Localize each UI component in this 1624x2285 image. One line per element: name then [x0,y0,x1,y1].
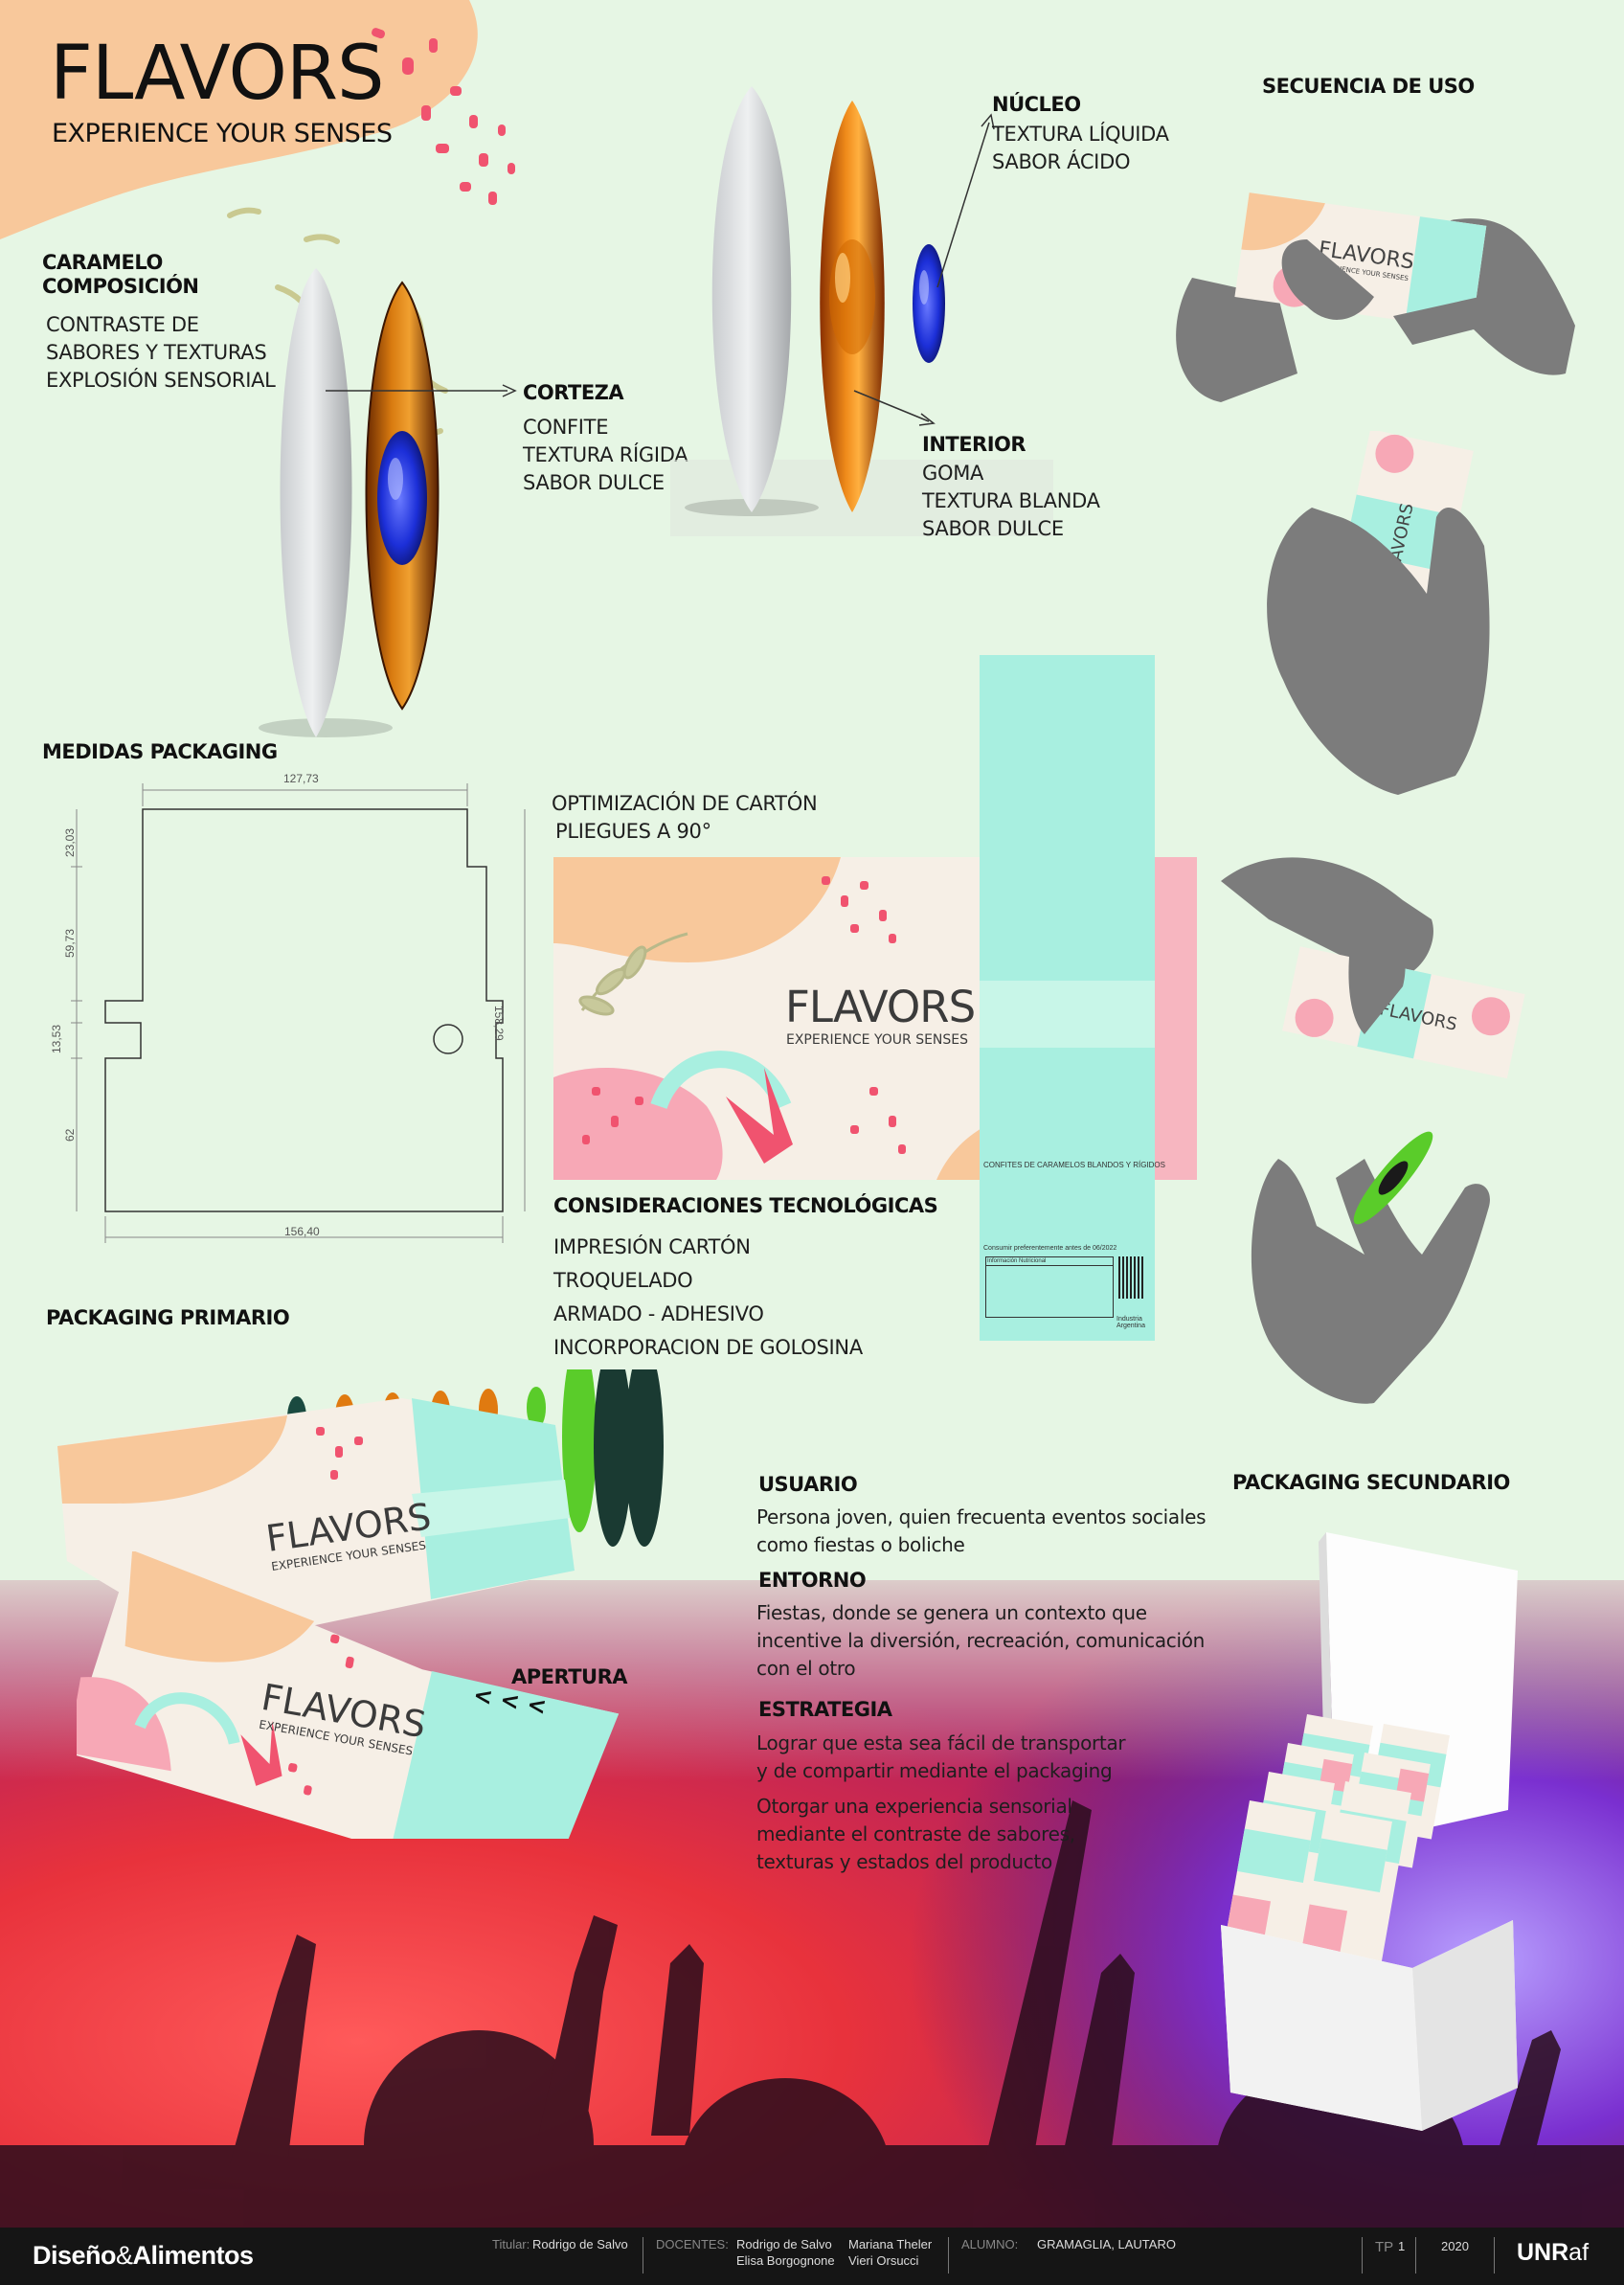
corteza-lines: CONFITE TEXTURA RÍGIDA SABOR DULCE [523,416,688,494]
brand-title: FLAVORS [50,31,385,117]
footer-unraf-logo: UNRaf [1517,2239,1590,2266]
dim-left-4: 62 [63,1128,77,1142]
footer-alumno-label: ALUMNO: [961,2237,1019,2251]
dim-top: 127,73 [283,772,319,785]
primary-pack-front-render: FLAVORS EXPERIENCE YOUR SENSES [77,1551,620,1839]
usuario-heading: USUARIO [758,1473,858,1496]
dieline-consumir: Consumir preferentemente antes de 06/202… [983,1245,1117,1252]
dieline-brand: FLAVORS [785,982,976,1032]
footer-logo: Diseño&Alimentos [33,2241,254,2270]
footer-doc4: Vieri Orsucci [848,2253,919,2268]
dieline-mint-flap: CONFITES DE CARAMELOS BLANDOS Y RÍGIDOS … [980,655,1165,1341]
optimizacion-lines: OPTIMIZACIÓN DE CARTÓN PLIEGUES A 90° [552,792,818,843]
candy-composition-render [259,268,440,737]
footer-docentes-label: DOCENTES: [656,2237,729,2251]
footer-tp: 1 [1398,2239,1406,2253]
dim-left-2: 59,73 [63,928,77,958]
dieline-technical-drawing [71,783,526,1243]
consideraciones-heading: CONSIDERACIONES TECNOLÓGICAS [553,1194,938,1217]
caramelo-lines: CONTRASTE DE SABORES Y TEXTURAS EXPLOSIÓ… [46,313,276,392]
interior-heading: INTERIOR [922,433,1026,456]
estrategia-heading: ESTRATEGIA [758,1698,892,1721]
dieline-industria: Industria Argentina [1116,1316,1145,1329]
usage-step-4-hand [1251,1131,1490,1404]
pointer-interior [853,390,936,426]
dim-left-1: 23,03 [63,827,77,857]
footer-doc1: Rodrigo de Salvo [736,2237,832,2251]
secondary-pack-display-render [1221,1532,1518,2131]
caramelo-heading-1: CARAMELO [42,251,163,274]
apertura-label: APERTURA [511,1665,628,1688]
header-blob [0,0,515,239]
pointer-nucleo [936,113,995,288]
footer-doc2: Elisa Borgognone [736,2253,835,2268]
estrategia-lines-a: Lograr que esta sea fácil de transportar… [756,1731,1126,1782]
dieline-tagline: EXPERIENCE YOUR SENSES [786,1032,969,1048]
primario-heading: PACKAGING PRIMARIO [46,1306,290,1329]
usuario-lines: Persona joven, quien frecuenta eventos s… [756,1505,1207,1556]
usage-step-3-hand: FLAVORS [1221,857,1525,1079]
footer-tp-label: TP [1375,2239,1394,2255]
footer-year: 2020 [1441,2239,1469,2253]
brand-tagline: EXPERIENCE YOUR SENSES [52,119,393,148]
footer-titular-label: Titular: [492,2237,530,2251]
barcode [1118,1256,1145,1299]
usage-step-2-hand: FLAVORS [1267,431,1490,795]
footer-bar: Diseño&Alimentos Titular: Rodrigo de Sal… [0,2228,1624,2285]
footer-titular: Rodrigo de Salvo [532,2237,628,2251]
entorno-heading: ENTORNO [758,1569,867,1592]
nutrition-table: Información Nutricional [985,1256,1114,1318]
dieline-side-text: CONFITES DE CARAMELOS BLANDOS Y RÍGIDOS [983,1161,1165,1169]
dim-bottom: 156,40 [284,1225,320,1238]
dim-right: 158,29 [492,1006,506,1041]
dim-left-3: 13,53 [50,1024,63,1053]
corteza-heading: CORTEZA [523,381,624,404]
nucleo-heading: NÚCLEO [992,93,1081,116]
interior-lines: GOMA TEXTURA BLANDA SABOR DULCE [922,462,1100,540]
nucleo-lines: TEXTURA LÍQUIDA SABOR ÁCIDO [992,123,1169,173]
medidas-heading: MEDIDAS PACKAGING [42,740,278,763]
entorno-lines: Fiestas, donde se genera un contexto que… [756,1601,1206,1680]
candy-layers-render [670,86,1053,536]
secuencia-heading: SECUENCIA DE USO [1262,75,1475,98]
caramelo-heading-2: COMPOSICIÓN [42,275,199,298]
consideraciones-lines: IMPRESIÓN CARTÓN TROQUELADO ARMADO - ADH… [553,1235,863,1359]
footer-alumno: GRAMAGLIA, LAUTARO [1037,2237,1176,2251]
footer-doc3: Mariana Theler [848,2237,933,2251]
secundario-heading: PACKAGING SECUNDARIO [1232,1471,1510,1494]
pointer-corteza [326,384,517,397]
estrategia-lines-b: Otorgar una experiencia sensorial median… [756,1795,1075,1873]
usage-step-1-hands: FLAVORS EXPERIENCE YOUR SENSES [1176,192,1575,402]
